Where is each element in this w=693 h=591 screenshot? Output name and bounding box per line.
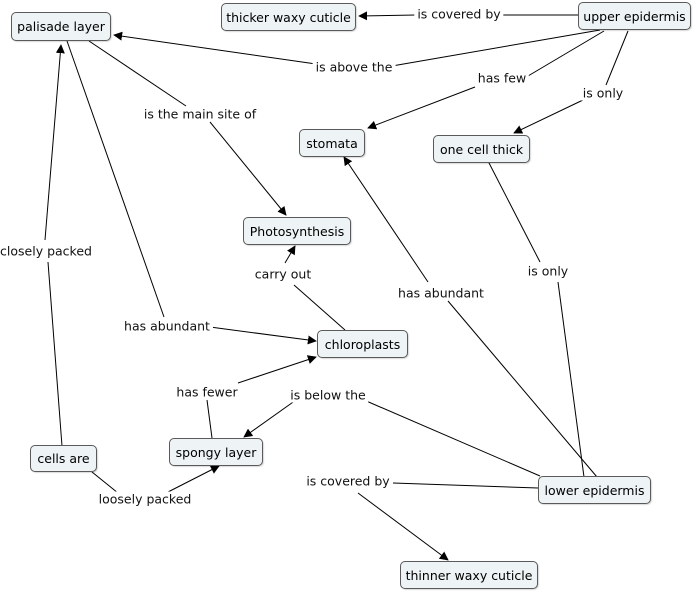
link-label-has-abundant-stomata: has abundant bbox=[395, 285, 487, 301]
link-label-is-only-upper: is only bbox=[579, 85, 627, 101]
arrow-to-chloroplasts-fewer bbox=[237, 355, 317, 384]
link-label-carry-out: carry out bbox=[251, 266, 315, 282]
concept-cells-are[interactable]: cells are bbox=[30, 445, 97, 472]
link-label-is-main-site-of: is the main site of bbox=[140, 106, 260, 122]
line-lower-to-label-isonly bbox=[557, 281, 585, 478]
arrow-to-photosynthesis bbox=[209, 121, 287, 216]
link-label-closely-packed: closely packed bbox=[0, 243, 95, 259]
link-label-has-fewer: has fewer bbox=[173, 384, 241, 400]
concept-lower-epidermis[interactable]: lower epidermis bbox=[538, 476, 651, 504]
arrow-to-spongy-loosely bbox=[167, 465, 220, 493]
arrow-to-palisade-closely bbox=[44, 44, 65, 241]
line-upper-to-label-isonly bbox=[605, 30, 629, 86]
line-lower-to-label-hasabundant bbox=[447, 300, 598, 478]
link-label-is-only-lower: is only bbox=[524, 263, 572, 279]
line-upper-to-label-hasfew bbox=[527, 30, 605, 77]
line-lower-to-label-coveredby bbox=[392, 482, 539, 489]
arrow-to-one-cell-thick bbox=[513, 99, 584, 134]
link-label-is-above-the: is above the bbox=[312, 59, 396, 75]
arrow-to-stomata-abundant bbox=[343, 156, 429, 283]
concept-stomata[interactable]: stomata bbox=[299, 129, 365, 157]
concept-palisade-layer[interactable]: palisade layer bbox=[11, 12, 111, 41]
line-chloro-to-label-carryout bbox=[293, 284, 346, 331]
arrow-to-spongy bbox=[243, 399, 297, 438]
line-spongy-to-label-hasfewer bbox=[206, 399, 213, 439]
concept-chloroplasts[interactable]: chloroplasts bbox=[317, 330, 408, 358]
link-label-loosely-packed: loosely packed bbox=[95, 491, 195, 507]
arrow-to-stomata bbox=[367, 86, 476, 130]
line-cellsare-to-label-closely bbox=[47, 261, 63, 447]
arrow-to-photosynthesis-carry bbox=[284, 245, 296, 264]
concept-thicker-waxy-cuticle[interactable]: thicker waxy cuticle bbox=[221, 3, 356, 31]
line-cellsare-to-label-loosely bbox=[91, 471, 119, 494]
link-label-is-below-the: is below the bbox=[287, 387, 369, 403]
concept-one-cell-thick[interactable]: one cell thick bbox=[433, 135, 530, 163]
link-label-is-covered-by-lower: is covered by bbox=[303, 473, 393, 489]
link-label-has-abundant-chloroplasts: has abundant bbox=[121, 318, 213, 334]
line-palisade-to-label-mainsite bbox=[88, 40, 187, 107]
link-label-has-few: has few bbox=[474, 70, 530, 86]
arrow-to-palisade bbox=[113, 31, 317, 65]
link-label-is-covered-by-upper: is covered by bbox=[414, 6, 504, 22]
arrow-to-thinner-cuticle bbox=[357, 492, 449, 561]
line-lower-to-label-below bbox=[363, 399, 541, 477]
concept-spongy-layer[interactable]: spongy layer bbox=[169, 438, 263, 466]
line-upper-to-label-above bbox=[391, 29, 601, 67]
arrow-to-thicker-cuticle bbox=[358, 11, 417, 21]
concept-thinner-waxy-cuticle[interactable]: thinner waxy cuticle bbox=[400, 561, 538, 589]
line-palisade-to-label-hasabundant bbox=[66, 40, 165, 318]
concept-photosynthesis[interactable]: Photosynthesis bbox=[243, 217, 351, 245]
concept-upper-epidermis[interactable]: upper epidermis bbox=[578, 2, 691, 30]
line-label-isonly-to-onecell bbox=[487, 160, 541, 263]
arrow-to-chloroplasts bbox=[209, 326, 317, 345]
